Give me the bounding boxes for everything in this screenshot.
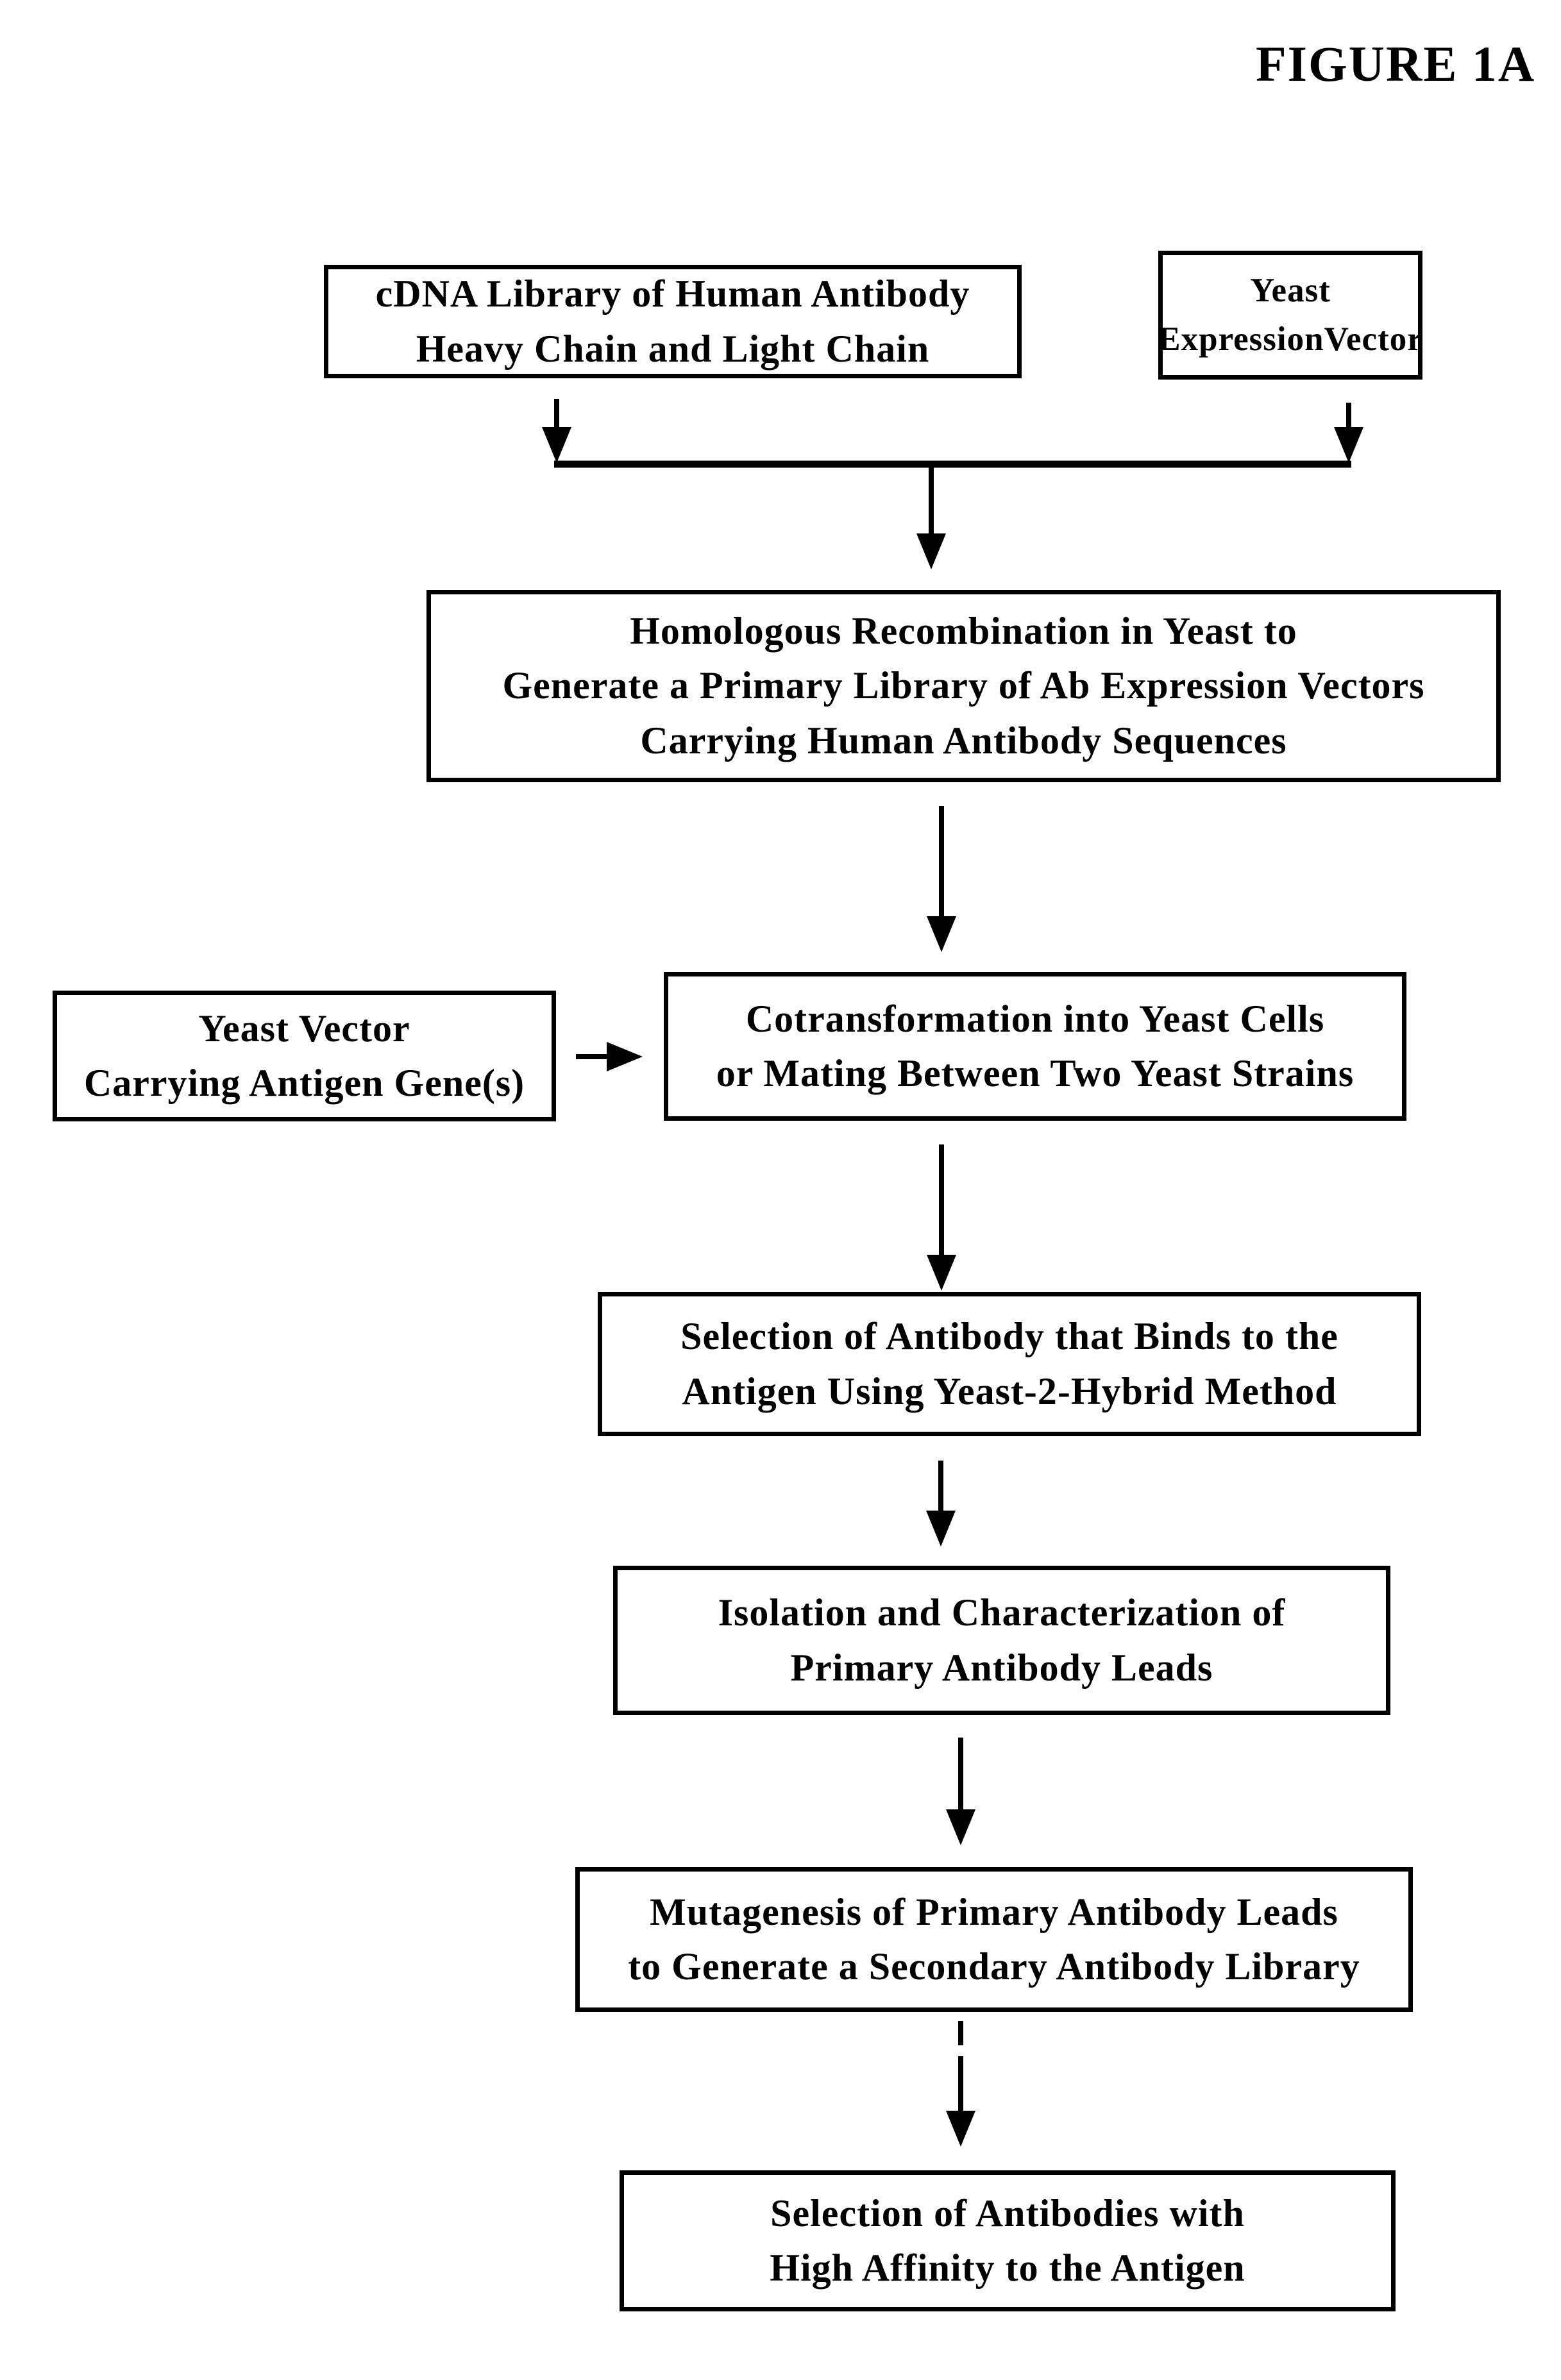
- box-line: Selection of Antibodies with: [770, 2191, 1245, 2234]
- box-line: High Affinity to the Antigen: [770, 2247, 1245, 2289]
- flow-box-mutagenesis: Mutagenesis of Primary Antibody Leads to…: [575, 1867, 1413, 2012]
- box-line: Selection of Antibody that Binds to the: [680, 1315, 1338, 1358]
- box-line: Yeast Vector: [198, 1007, 410, 1050]
- arrow-merge-to-homrec: [916, 464, 946, 569]
- box-line: to Generate a Secondary Antibody Library: [628, 1945, 1360, 1988]
- box-line: Yeast: [1250, 272, 1331, 310]
- box-line: Isolation and Characterization of: [718, 1591, 1286, 1634]
- box-line: Heavy Chain and Light Chain: [416, 327, 930, 370]
- box-line: or Mating Between Two Yeast Strains: [716, 1052, 1354, 1094]
- arrow-cdna-to-merge: [542, 399, 571, 463]
- arrow-antigen-to-cotrans: [576, 1042, 643, 1071]
- arrow-selection-to-isolation: [926, 1461, 956, 1546]
- flow-box-cotransformation: Cotransformation into Yeast Cells or Mat…: [664, 972, 1406, 1121]
- box-line: Carrying Antigen Gene(s): [83, 1062, 525, 1104]
- flow-box-high-affinity-selection: Selection of Antibodies with High Affini…: [620, 2170, 1396, 2311]
- flow-box-isolation: Isolation and Characterization of Primar…: [613, 1566, 1390, 1715]
- box-line: Antigen Using Yeast-2-Hybrid Method: [682, 1370, 1337, 1412]
- flow-box-yeast-expression-vector: Yeast ExpressionVector: [1158, 251, 1422, 380]
- flow-box-yeast-vector-antigen: Yeast Vector Carrying Antigen Gene(s): [53, 991, 556, 1121]
- arrow-isolation-to-mutagenesis: [946, 1738, 975, 1845]
- flow-box-selection-y2h: Selection of Antibody that Binds to the …: [598, 1292, 1421, 1436]
- arrow-mutagenesis-to-affinity: [946, 2021, 975, 2147]
- arrow-yev-to-merge: [1334, 403, 1363, 463]
- box-line: Primary Antibody Leads: [790, 1646, 1213, 1689]
- arrow-homrec-to-cotrans: [927, 806, 956, 952]
- box-line: cDNA Library of Human Antibody: [375, 272, 970, 315]
- box-line: Carrying Human Antibody Sequences: [640, 719, 1287, 762]
- box-line: Homologous Recombination in Yeast to: [630, 610, 1297, 653]
- flow-box-homologous-recombination: Homologous Recombination in Yeast to Gen…: [426, 590, 1501, 782]
- box-line: ExpressionVector: [1158, 320, 1423, 358]
- arrow-cotrans-to-selection: [927, 1144, 956, 1291]
- box-line: Generate a Primary Library of Ab Express…: [502, 664, 1425, 707]
- flow-box-cdna-library: cDNA Library of Human Antibody Heavy Cha…: [324, 265, 1022, 378]
- box-line: Mutagenesis of Primary Antibody Leads: [650, 1890, 1338, 1933]
- figure-title: FIGURE 1A: [1256, 36, 1536, 92]
- box-line: Cotransformation into Yeast Cells: [745, 997, 1325, 1040]
